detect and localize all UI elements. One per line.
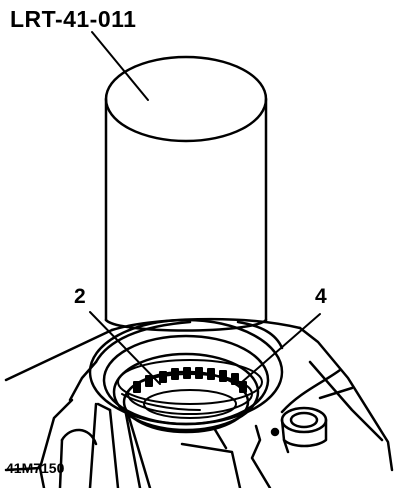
leader-tool <box>91 31 149 101</box>
callout-part-4: 4 <box>315 285 327 308</box>
bearing-rollers <box>133 367 247 393</box>
transmission-housing <box>4 317 394 488</box>
callout-part-2: 2 <box>74 285 86 308</box>
seal-boss <box>270 406 328 454</box>
bearing-bore <box>88 318 284 434</box>
leader-part-2 <box>89 311 161 385</box>
leader-lines <box>89 31 321 385</box>
bearing-assembly <box>117 359 263 419</box>
figure-reference: 41M7150 <box>6 460 65 476</box>
installer-tool-cylinder <box>104 55 268 332</box>
leader-part-4 <box>241 313 321 383</box>
tool-number-label: LRT-41-011 <box>10 6 137 32</box>
